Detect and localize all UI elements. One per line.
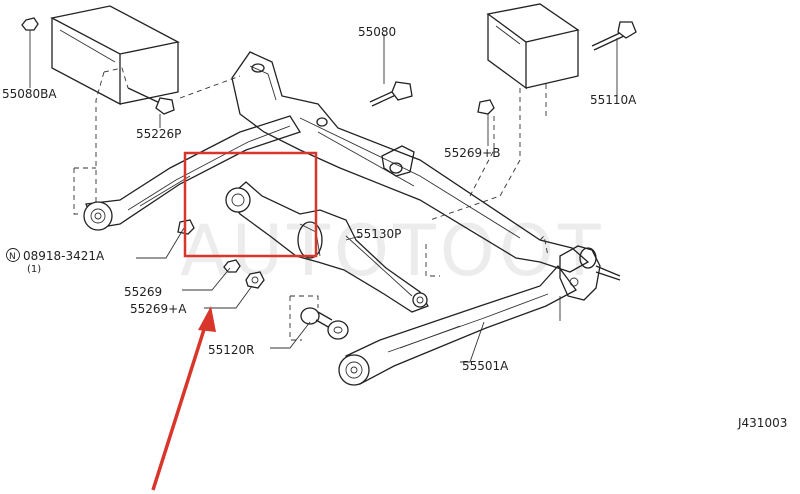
- bushing-link-55120r: [300, 307, 349, 340]
- label-08918-group: N 08918-3421A (1): [6, 248, 105, 275]
- label-55226p: 55226P: [136, 127, 181, 141]
- label-55120r: 55120R: [208, 343, 255, 357]
- control-link-55130p: [225, 181, 429, 313]
- trailing-arm-right: [338, 264, 577, 386]
- label-55080ba: 55080BA: [2, 87, 57, 101]
- label-55130p: 55130P: [356, 227, 401, 241]
- assembly-dashed-lines: [73, 67, 561, 341]
- frame-rail-left: [50, 5, 180, 106]
- bolt-55226p: [127, 87, 175, 126]
- nut-55269b: [477, 99, 495, 140]
- label-55110a: 55110A: [590, 93, 637, 107]
- nut-55080ba: [21, 17, 39, 84]
- crossmember-beam: [231, 51, 590, 273]
- bolt-55080: [369, 34, 413, 107]
- frame-rail-right: [486, 3, 580, 90]
- label-55269b: 55269+B: [444, 146, 500, 160]
- nut-55269a: [245, 271, 265, 289]
- label-08918-prefix: N: [9, 252, 16, 262]
- red-arrow: [151, 306, 216, 491]
- highlight-box: [183, 151, 318, 258]
- bolt-55110a: [591, 21, 637, 92]
- hub-knuckle: [559, 245, 621, 318]
- label-08918: 08918-3421A: [23, 249, 105, 263]
- label-55269: 55269: [124, 285, 162, 299]
- label-55501a: 55501A: [462, 359, 509, 373]
- label-55080: 55080: [358, 25, 396, 39]
- nut-55269: [223, 259, 241, 273]
- trailing-arm-left: [83, 115, 301, 231]
- label-55269a: 55269+A: [130, 302, 187, 316]
- diagram-code: J431003: [737, 416, 787, 430]
- label-08918-qty: (1): [27, 264, 41, 275]
- watermark: AUTOTOOT: [180, 210, 605, 292]
- leader-lines: [29, 34, 618, 363]
